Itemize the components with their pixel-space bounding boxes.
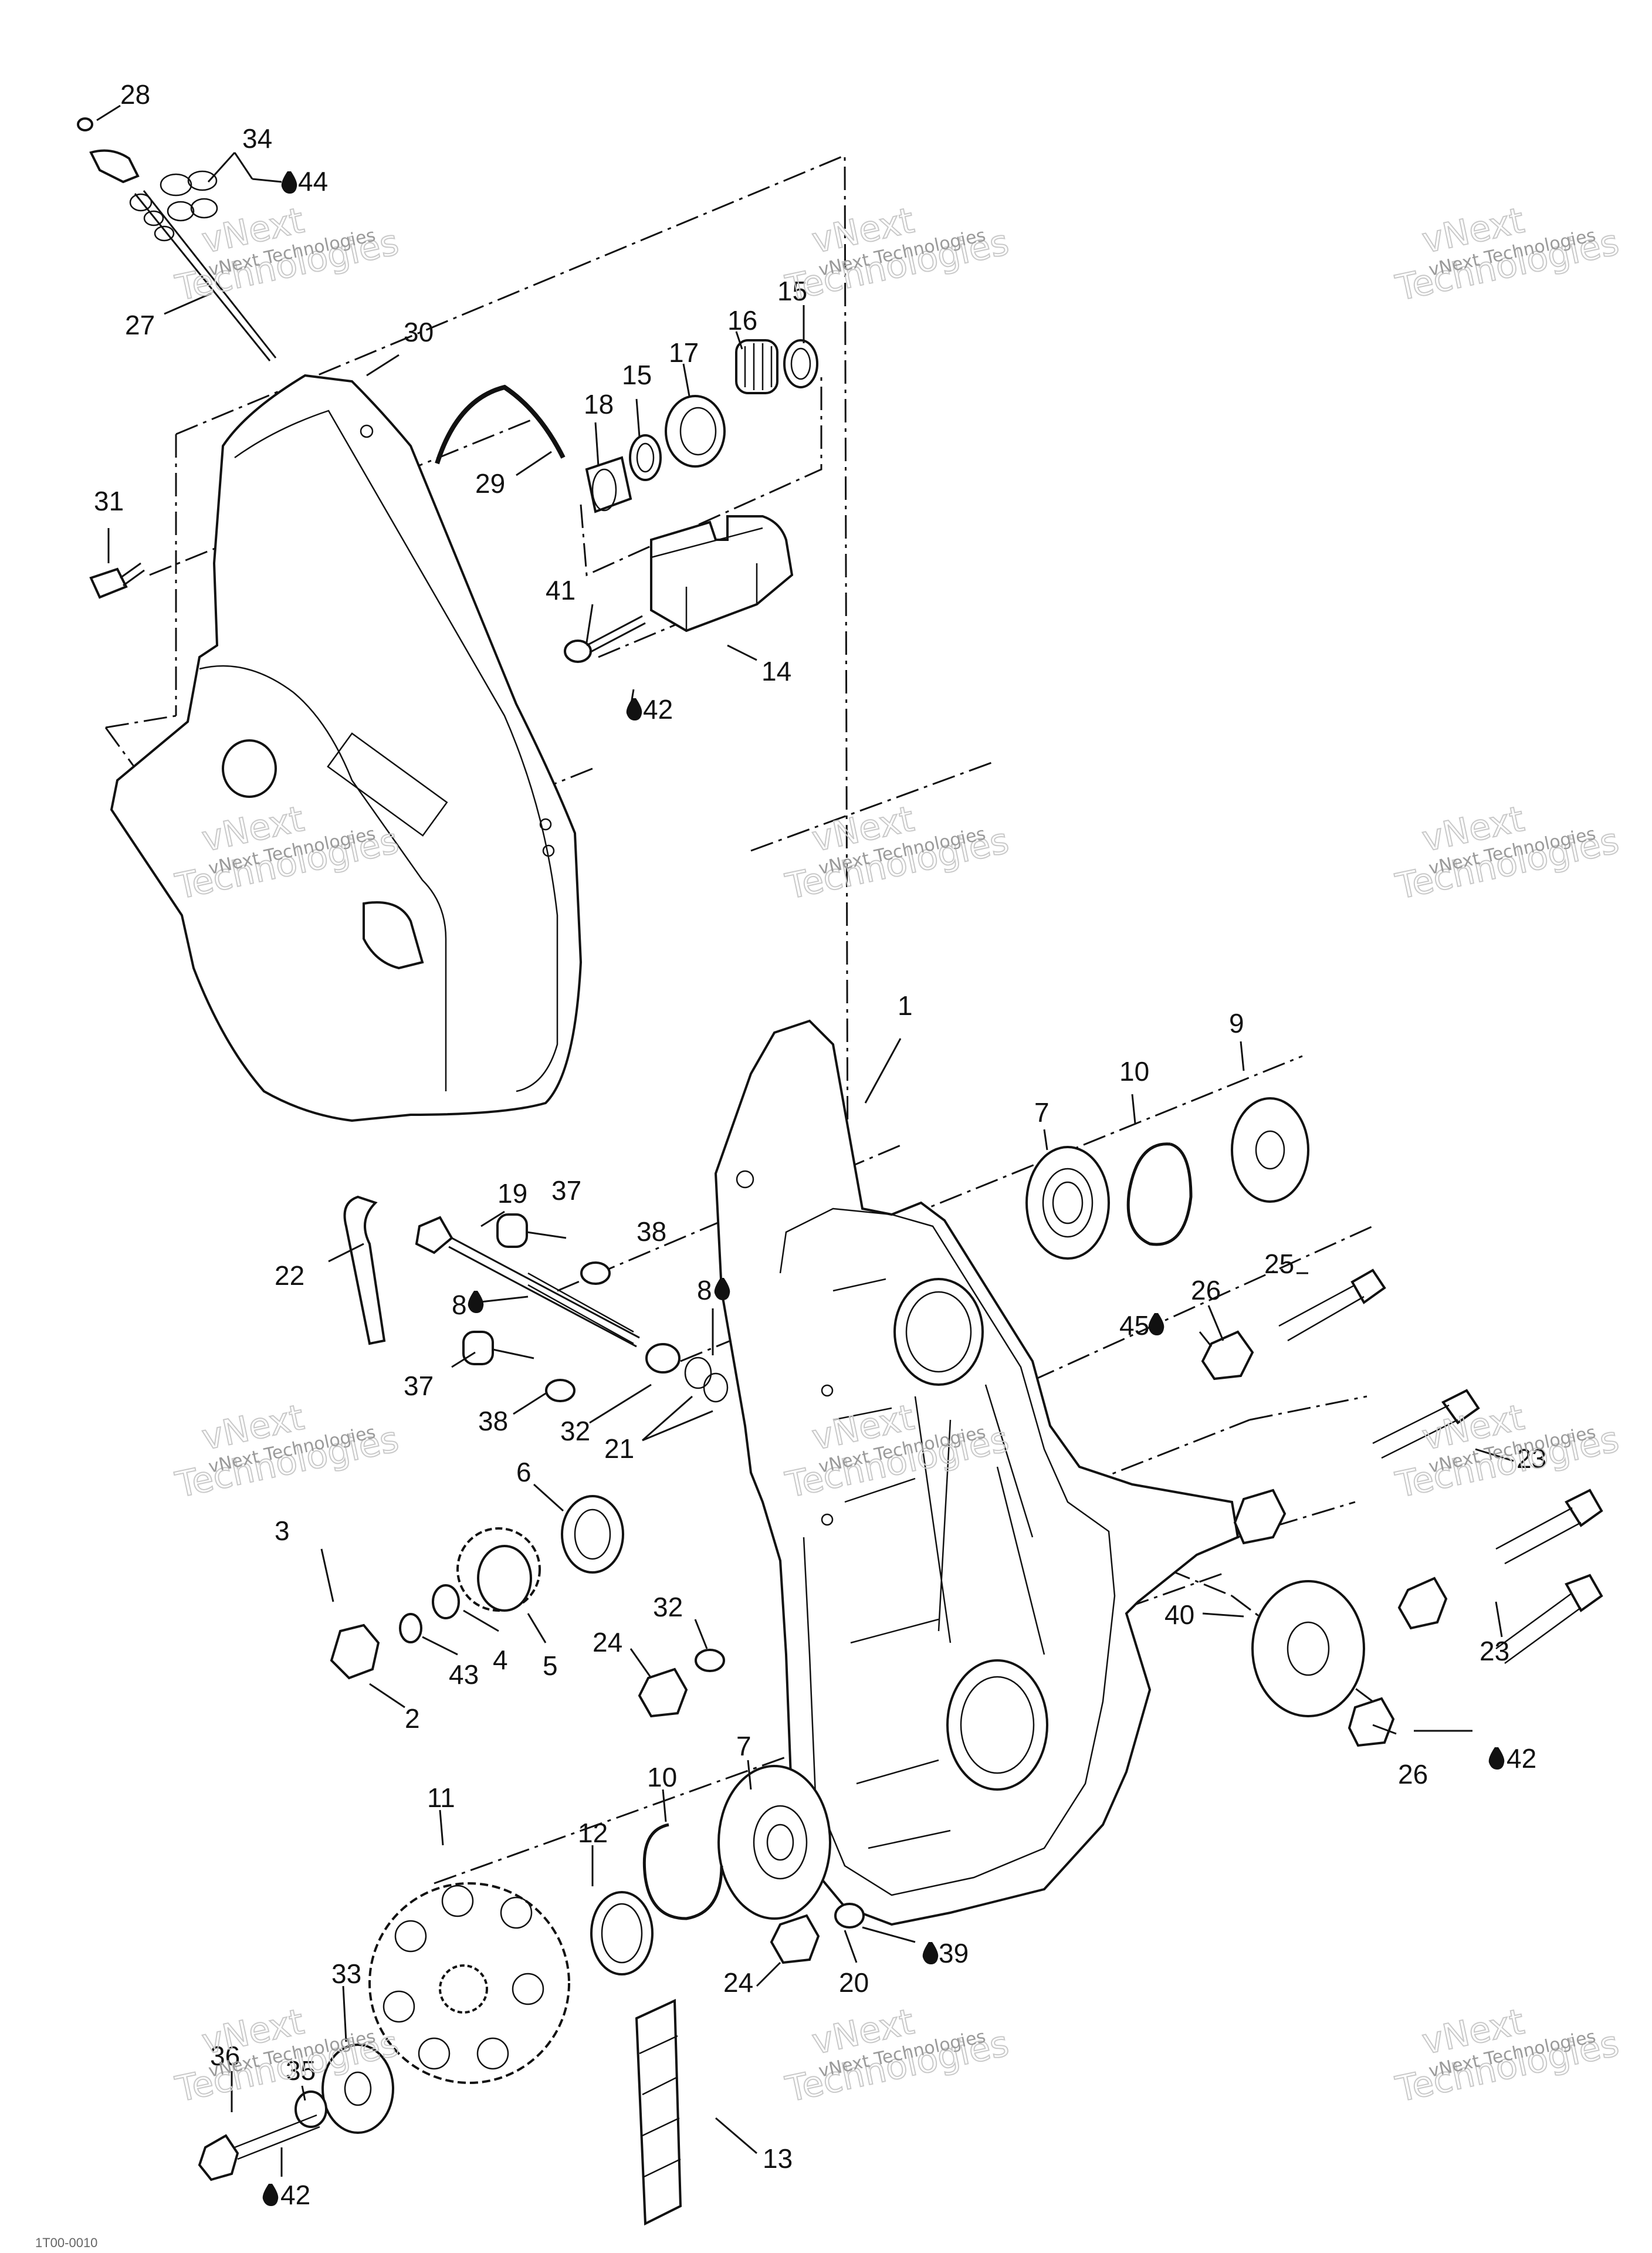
callout-13: 13 xyxy=(763,2143,793,2174)
callout-24-upper: 24 xyxy=(593,1627,622,1657)
callout-42-right: 42 xyxy=(1507,1743,1536,1774)
callout-31: 31 xyxy=(94,486,124,516)
adjuster-group xyxy=(320,1195,729,1602)
callout-41: 41 xyxy=(546,575,576,605)
callout-16: 16 xyxy=(727,305,757,336)
oil-drop-icon xyxy=(626,698,642,720)
callout-21: 21 xyxy=(604,1433,634,1464)
bolt-31 xyxy=(89,562,145,599)
footer-code: 1T00-0010 xyxy=(35,2235,97,2250)
callout-45: 45 xyxy=(1119,1310,1149,1341)
upper-bearing-group xyxy=(1025,1097,1309,1260)
callout-2: 2 xyxy=(405,1703,420,1734)
callout-1: 1 xyxy=(898,990,913,1021)
oil-drop-icon xyxy=(1488,1747,1505,1770)
callout-18: 18 xyxy=(584,389,614,420)
callout-4: 4 xyxy=(493,1645,508,1675)
callout-42-lower: 42 xyxy=(280,2180,310,2210)
callout-26-lower: 26 xyxy=(1398,1759,1428,1789)
callout-26-upper: 26 xyxy=(1191,1275,1221,1305)
callout-28: 28 xyxy=(120,79,150,110)
callout-10-lower: 10 xyxy=(647,1762,677,1792)
callout-numbers: 28 34 44 27 30 16 15 15 17 18 29 31 41 1… xyxy=(94,79,1546,2210)
callout-24-lower: 24 xyxy=(723,1967,753,1998)
callout-14: 14 xyxy=(761,656,791,686)
leader-lines xyxy=(96,104,1514,2177)
oil-drop-icon xyxy=(1148,1313,1164,1335)
callout-30: 30 xyxy=(404,317,434,347)
callout-34: 34 xyxy=(242,123,272,154)
callout-25: 25 xyxy=(1264,1249,1294,1279)
seal-29 xyxy=(435,384,566,465)
oil-drop-icon xyxy=(281,171,297,194)
chaincase-cover xyxy=(110,374,583,1122)
tensioner-bearing-stack xyxy=(585,339,818,513)
callout-12: 12 xyxy=(578,1818,608,1848)
callout-17: 17 xyxy=(669,337,699,368)
callout-39: 39 xyxy=(939,1938,969,1968)
callout-37-lower: 37 xyxy=(404,1371,434,1401)
callout-20: 20 xyxy=(839,1967,869,1998)
callout-6: 6 xyxy=(516,1457,532,1487)
callout-40: 40 xyxy=(1164,1599,1194,1630)
oil-drop-icon xyxy=(468,1291,484,1313)
callout-32-upper: 32 xyxy=(560,1416,590,1446)
callout-22: 22 xyxy=(275,1260,304,1291)
callout-33: 33 xyxy=(331,1958,361,1989)
callout-15-lower: 15 xyxy=(622,360,652,390)
dipstick xyxy=(77,117,277,361)
callout-38-upper: 38 xyxy=(637,1216,666,1247)
chaincase-housing xyxy=(714,1019,1240,1926)
callout-9: 9 xyxy=(1229,1008,1244,1038)
callout-35: 35 xyxy=(286,2055,316,2086)
oil-drop-icon xyxy=(262,2184,279,2206)
callout-44: 44 xyxy=(298,166,328,197)
callout-32-lower: 32 xyxy=(653,1592,683,1622)
oil-drop-icons xyxy=(262,171,1505,2206)
callout-7-upper: 7 xyxy=(1034,1097,1050,1128)
callout-23-upper: 23 xyxy=(1516,1443,1546,1474)
callout-43: 43 xyxy=(449,1659,479,1690)
callout-7-lower: 7 xyxy=(736,1731,751,1761)
callout-15-upper: 15 xyxy=(777,276,807,306)
oil-drop-icon xyxy=(922,1942,939,1964)
callout-5: 5 xyxy=(543,1650,558,1681)
callout-38-lower: 38 xyxy=(478,1406,508,1436)
upper-sprocket-group xyxy=(330,1527,725,1718)
callout-37-upper: 37 xyxy=(551,1175,581,1206)
callout-19: 19 xyxy=(497,1178,527,1209)
right-fasteners xyxy=(1201,1268,1603,1747)
callout-3: 3 xyxy=(275,1515,290,1546)
callout-11: 11 xyxy=(427,1782,455,1813)
callout-29: 29 xyxy=(475,468,505,499)
lower-gear-group xyxy=(198,1765,865,2226)
callout-8-right: 8 xyxy=(697,1275,712,1305)
oil-drop-icon xyxy=(714,1278,730,1300)
callout-42-upper: 42 xyxy=(643,694,673,725)
tensioner-block xyxy=(564,515,794,663)
callout-8-left: 8 xyxy=(452,1290,467,1320)
callout-10-upper: 10 xyxy=(1119,1056,1149,1087)
callout-27: 27 xyxy=(125,310,155,340)
callout-23-lower: 23 xyxy=(1480,1636,1509,1666)
callout-36: 36 xyxy=(210,2041,240,2071)
